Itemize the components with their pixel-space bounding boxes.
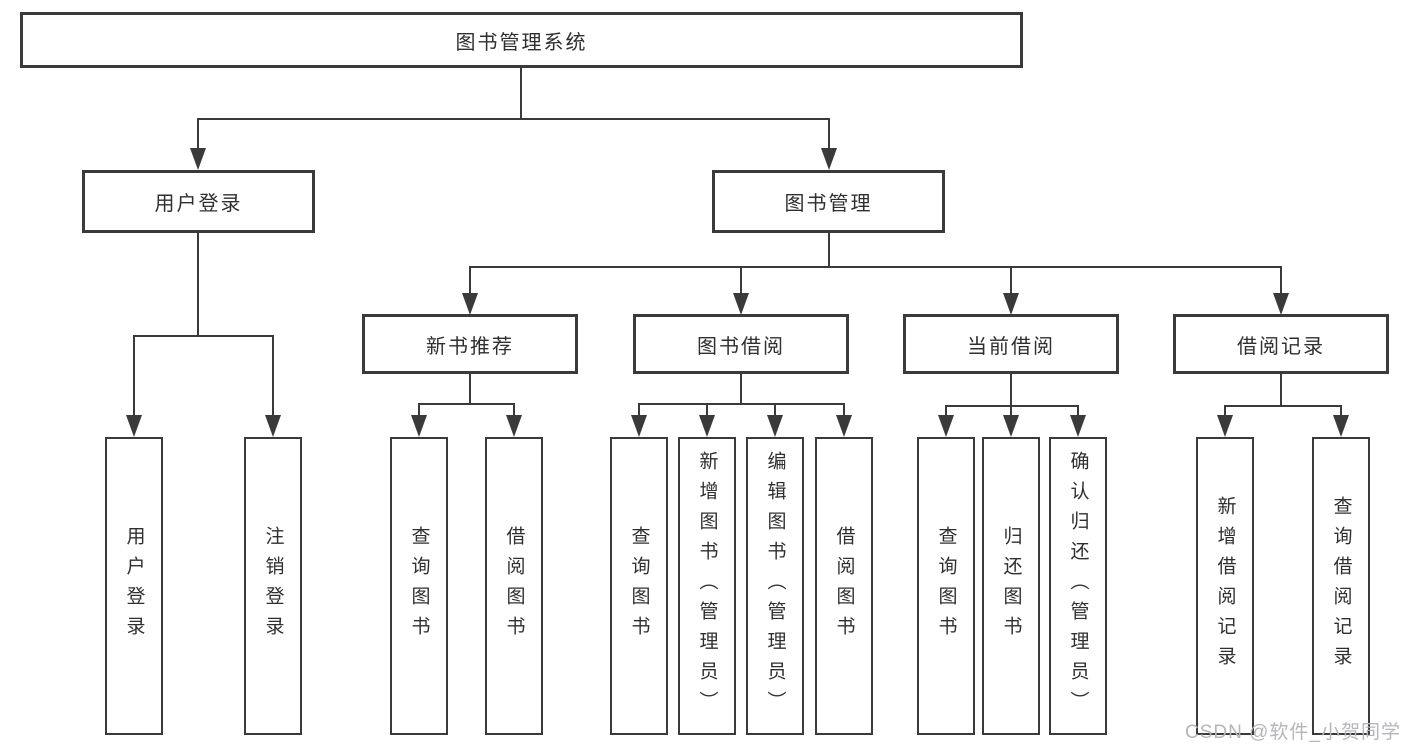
arrowhead-bb-query-books <box>631 415 647 437</box>
arrowhead-nbr-query-books <box>411 415 427 437</box>
leaf-nbr-borrow-books: 借阅图书 <box>485 437 543 735</box>
node-borrowing-records: 借阅记录 <box>1173 314 1389 374</box>
leaf-cb-confirm-return-admin-label: 确认归还（管理员） <box>1067 451 1089 721</box>
arrowhead-to-book-management <box>821 148 837 170</box>
node-user-login-label: 用户登录 <box>154 193 243 215</box>
connector-userlogin-stub-2 <box>272 335 274 417</box>
leaf-bb-query-books-label: 查询图书 <box>628 526 650 646</box>
arrowhead-to-user-login <box>190 148 206 170</box>
leaf-user-login: 用户登录 <box>105 437 163 735</box>
connector-cb-stub-2 <box>1010 405 1012 417</box>
leaf-bb-edit-books-admin-label: 编辑图书（管理员） <box>764 451 786 721</box>
leaf-cb-confirm-return-admin: 确认归还（管理员） <box>1049 437 1107 735</box>
leaf-bb-borrow-books-label: 借阅图书 <box>833 526 855 646</box>
connector-root-stub-right <box>828 118 830 152</box>
connector-cb-stub-3 <box>1077 405 1079 417</box>
connector-br-stub-2 <box>1340 405 1342 417</box>
connector-bb-vline <box>740 374 742 405</box>
connector-cb-vline <box>1010 374 1012 407</box>
leaf-nbr-query-books-label: 查询图书 <box>408 526 430 646</box>
arrowhead-to-leaf-logout <box>265 415 281 437</box>
connector-nbr-stub-1 <box>418 403 420 417</box>
connector-bookmgmt-stub-2 <box>740 266 742 295</box>
connector-root-vline <box>520 68 522 120</box>
leaf-nbr-query-books: 查询图书 <box>390 437 448 735</box>
arrowhead-to-book-borrowing <box>733 293 749 315</box>
connector-cb-stub-1 <box>945 405 947 417</box>
node-user-login: 用户登录 <box>82 170 315 233</box>
connector-nbr-vline <box>469 374 471 405</box>
node-current-borrowing: 当前借阅 <box>903 314 1119 374</box>
connector-userlogin-stub-1 <box>133 335 135 417</box>
arrowhead-cb-return-books <box>1003 415 1019 437</box>
leaf-logout-login: 注销登录 <box>244 437 302 735</box>
arrowhead-cb-confirm-return <box>1070 415 1086 437</box>
leaf-bb-add-books-admin-label: 新增图书（管理员） <box>696 451 718 721</box>
connector-bookmgmt-stub-3 <box>1010 266 1012 295</box>
arrowhead-br-add-record <box>1217 415 1233 437</box>
leaf-bb-borrow-books: 借阅图书 <box>815 437 873 735</box>
arrowhead-nbr-borrow-books <box>506 415 522 437</box>
leaf-cb-query-books-label: 查询图书 <box>935 526 957 646</box>
arrowhead-to-borrowing-records <box>1273 293 1289 315</box>
connector-userlogin-rail <box>133 335 274 337</box>
leaf-br-query-borrow-record: 查询借阅记录 <box>1312 437 1370 735</box>
connector-bb-stub-1 <box>638 403 640 417</box>
arrowhead-to-new-book-recommend <box>462 293 478 315</box>
leaf-cb-return-books-label: 归还图书 <box>1000 526 1022 646</box>
connector-bookmgmt-stub-4 <box>1280 266 1282 295</box>
node-borrowing-records-label: 借阅记录 <box>1237 335 1325 358</box>
leaf-bb-edit-books-admin: 编辑图书（管理员） <box>746 437 804 735</box>
leaf-br-query-borrow-record-label: 查询借阅记录 <box>1330 496 1352 676</box>
arrowhead-br-query-record <box>1333 415 1349 437</box>
connector-root-stub-left <box>197 118 199 152</box>
connector-bb-rail <box>638 403 845 405</box>
arrowhead-to-current-borrowing <box>1003 293 1019 315</box>
arrowhead-bb-borrow-books <box>836 415 852 437</box>
arrowhead-bb-edit-books <box>767 415 783 437</box>
arrowhead-to-leaf-user-login <box>126 415 142 437</box>
connector-br-stub-1 <box>1224 405 1226 417</box>
connector-bookmgmt-rail <box>469 266 1282 268</box>
connector-br-rail <box>1224 405 1342 407</box>
node-new-book-recommend-label: 新书推荐 <box>426 335 514 358</box>
leaf-cb-query-books: 查询图书 <box>917 437 975 735</box>
connector-root-rail <box>197 118 830 120</box>
leaf-nbr-borrow-books-label: 借阅图书 <box>503 526 525 646</box>
connector-bb-stub-3 <box>774 403 776 417</box>
node-current-borrowing-label: 当前借阅 <box>967 335 1055 358</box>
connector-nbr-rail <box>418 403 515 405</box>
leaf-br-add-borrow-record: 新增借阅记录 <box>1196 437 1254 735</box>
leaf-logout-login-label: 注销登录 <box>262 526 284 646</box>
node-root-label: 图书管理系统 <box>455 31 588 54</box>
node-new-book-recommend: 新书推荐 <box>362 314 578 374</box>
node-book-borrowing-label: 图书借阅 <box>697 335 785 358</box>
leaf-user-login-label: 用户登录 <box>123 526 145 646</box>
node-root: 图书管理系统 <box>20 12 1023 68</box>
node-book-management: 图书管理 <box>712 170 945 233</box>
connector-userlogin-vline <box>197 233 199 337</box>
leaf-br-add-borrow-record-label: 新增借阅记录 <box>1214 496 1236 676</box>
leaf-cb-return-books: 归还图书 <box>982 437 1040 735</box>
leaf-bb-query-books: 查询图书 <box>610 437 668 735</box>
csdn-watermark: CSDN @软件_小贺同学 <box>1185 722 1401 743</box>
leaf-bb-add-books-admin: 新增图书（管理员） <box>678 437 736 735</box>
node-book-borrowing: 图书借阅 <box>633 314 849 374</box>
connector-nbr-stub-2 <box>513 403 515 417</box>
connector-bookmgmt-vline <box>828 233 830 268</box>
connector-bookmgmt-stub-1 <box>469 266 471 295</box>
connector-bb-stub-2 <box>706 403 708 417</box>
connector-br-vline <box>1280 374 1282 407</box>
node-book-management-label: 图书管理 <box>784 193 873 215</box>
arrowhead-cb-query-books <box>938 415 954 437</box>
arrowhead-bb-add-books <box>699 415 715 437</box>
connector-bb-stub-4 <box>843 403 845 417</box>
